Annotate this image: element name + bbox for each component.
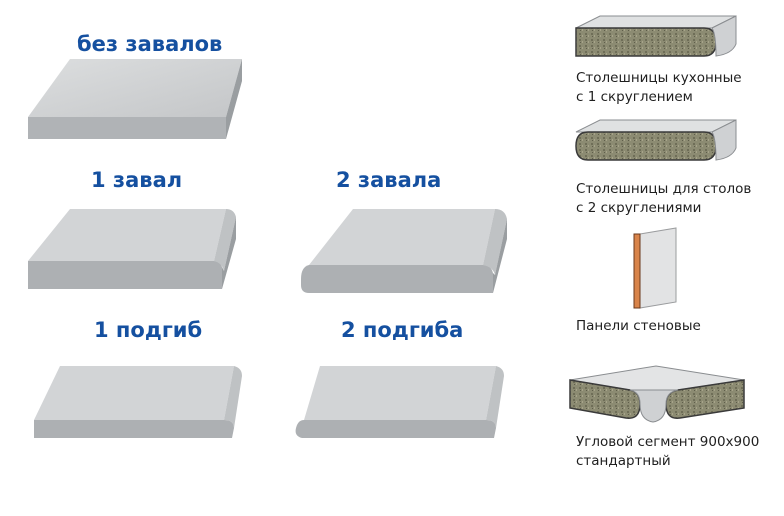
edge-type-title-one-bevel: 1 завал (91, 168, 183, 192)
edge-type-title-no-bevel: без завалов (77, 32, 223, 56)
slab-one-bevel-illustration (28, 209, 236, 289)
caption-line: Угловой сегмент 900x900 (576, 434, 760, 450)
slab-two-bevels-illustration (301, 209, 507, 293)
corner-segment-thumbnail (569, 365, 745, 423)
edge-type-title-two-bends: 2 подгиба (341, 318, 464, 342)
caption-line: стандартный (576, 453, 671, 469)
slab-no-bevel-illustration (28, 59, 242, 139)
product-caption-corner-segment: Угловой сегмент 900x900 стандартный (576, 433, 759, 471)
edge-type-title-one-bend: 1 подгиб (94, 318, 203, 342)
slab-one-bend-illustration (34, 366, 242, 438)
caption-line: Столешницы для столов (576, 181, 752, 197)
caption-line: с 2 скруглениями (576, 200, 702, 216)
caption-line: Панели стеновые (576, 318, 701, 334)
caption-line: с 1 скруглением (576, 89, 693, 105)
product-caption-kitchen: Столешницы кухонные с 1 скруглением (576, 69, 742, 107)
table-countertop-thumbnail (575, 119, 737, 161)
kitchen-countertop-thumbnail (575, 15, 737, 57)
product-caption-table: Столешницы для столов с 2 скруглениями (576, 180, 751, 218)
edge-type-title-two-bevels: 2 завала (336, 168, 442, 192)
slab-two-bends-illustration (295, 366, 504, 438)
caption-line: Столешницы кухонные (576, 70, 742, 86)
wall-panel-thumbnail (633, 227, 677, 309)
product-caption-wall-panel: Панели стеновые (576, 317, 701, 336)
